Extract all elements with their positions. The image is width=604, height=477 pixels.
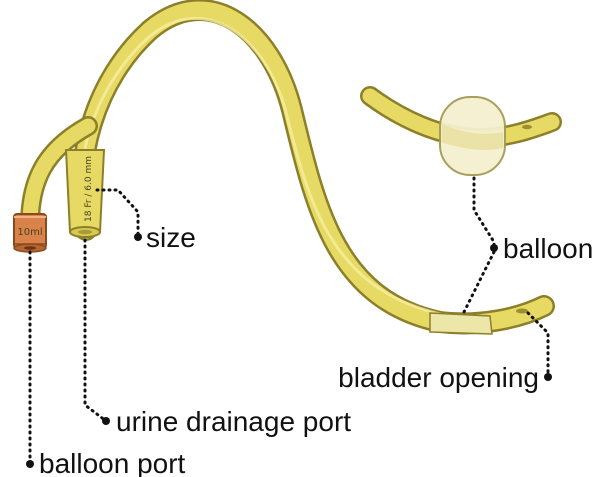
leader-urine-drainage-port bbox=[85, 240, 106, 421]
catheter-size-marking: 18 Fr / 6.0 mm bbox=[84, 156, 94, 222]
label-balloon-port: balloon port bbox=[39, 448, 186, 477]
dot-balloon-port bbox=[26, 460, 34, 468]
balloon-volume-marking: 10ml bbox=[17, 227, 42, 238]
label-urine-drainage-port: urine drainage port bbox=[116, 406, 351, 437]
bladder-opening-eyelet bbox=[516, 309, 528, 314]
dot-urine-drainage-port bbox=[102, 417, 110, 425]
balloon-port-valve: 10ml bbox=[14, 214, 46, 252]
label-size: size bbox=[146, 222, 196, 253]
urine-drainage-port-body: 18 Fr / 6.0 mm bbox=[66, 150, 104, 237]
deflated-balloon-band bbox=[430, 313, 492, 334]
dot-bladder-opening bbox=[544, 373, 552, 381]
dot-balloon bbox=[490, 244, 498, 252]
label-balloon: balloon bbox=[503, 233, 593, 264]
dot-size bbox=[134, 233, 142, 241]
inflated-balloon-inset bbox=[370, 96, 552, 175]
leader-size bbox=[97, 190, 138, 236]
leader-balloon bbox=[462, 178, 494, 316]
label-bladder-opening: bladder opening bbox=[338, 362, 539, 393]
